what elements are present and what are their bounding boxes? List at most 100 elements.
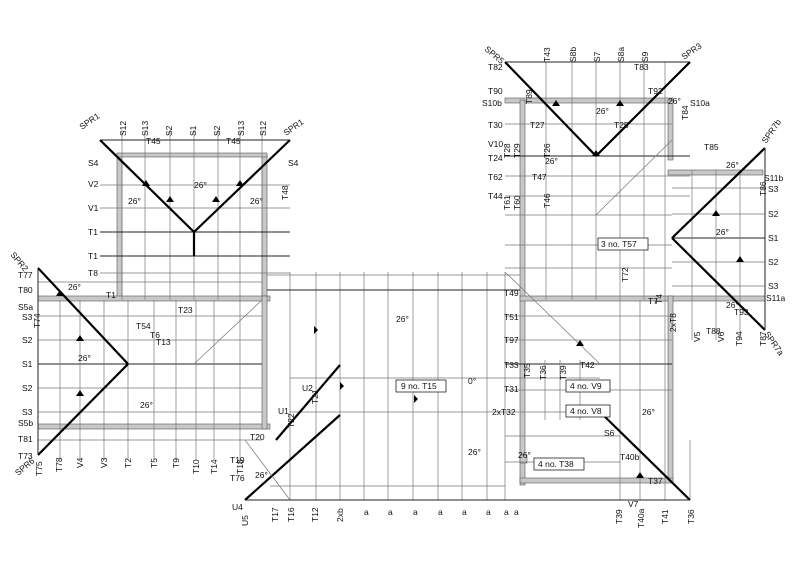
member-label: S7 [592,51,602,62]
pitch-label: 26° [140,400,153,410]
pitch-label: 26° [396,314,409,324]
member-label: S1 [22,359,33,369]
member-label: T74 [32,313,42,328]
member-label: T13 [156,337,171,347]
member-label: T36 [686,509,696,524]
member-label: U5 [240,515,250,526]
member-label: S11b [764,173,783,183]
member-label: S8a [616,47,626,62]
member-label: a [486,507,491,517]
member-label: V6 [716,331,726,342]
span-label: SPR1 [77,111,101,132]
member-label: T26 [542,143,552,158]
member-label: V7 [628,499,639,509]
member-label: T62 [488,172,503,182]
member-label: T2 [123,458,133,468]
pitch-label: 26° [255,470,268,480]
member-label: T49 [504,288,519,298]
member-label: T30 [488,120,503,130]
member-label: T92 [648,86,663,96]
member-label: T75 [34,461,44,476]
member-label: T28 [502,143,512,158]
member-label: T81 [18,434,33,444]
member-label: T6 [150,330,160,340]
member-label: V2 [88,179,99,189]
member-label: T61 [502,195,512,210]
member-label: S8b [568,47,578,62]
member-label: T16 [286,507,296,522]
member-label: T76 [230,473,245,483]
right-mid-labels: T49 T51 T97 T33 T31 2xT32 T42 T35 T36 T3… [492,267,678,417]
member-label: T12 [310,507,320,522]
rafter-lines [38,62,765,500]
member-label: S2 [22,383,33,393]
member-label: T87 [758,331,768,346]
pitch-label: 26° [716,227,729,237]
pitch-label: 26° [194,180,207,190]
member-label: S13 [236,121,246,136]
member-label: T43 [542,47,552,62]
member-label: S3 [768,281,779,291]
pitch-label: 26° [726,300,739,310]
member-label: T35 [522,363,532,378]
member-label: T1 [106,290,116,300]
member-label: T9 [171,458,181,468]
member-label: T47 [532,172,547,182]
mid-low-labels: U2 T21 U1 T22 T20 T19 T76 U4 U5 T17 T16 … [230,383,345,526]
member-label: S12 [258,121,268,136]
hip-ridge-lines [37,61,766,501]
member-label: S1 [768,233,779,243]
member-label: T29 [512,143,522,158]
member-label: S1 [188,125,198,136]
pitch-label: 26° [78,353,91,363]
pitch-label: 26° [468,447,481,457]
member-label: a [388,507,393,517]
member-label: S10b [482,98,502,108]
member-label: T82 [488,62,503,72]
callout-t57: 3 no. T57 [601,239,637,249]
member-label: S13 [140,121,150,136]
left-wing-labels: T77 T80 S5a S3 S2 S1 S2 S3 S5b T81 T73 T… [18,270,42,461]
member-label: T24 [488,153,503,163]
member-label: S5a [18,302,33,312]
member-label: S11a [766,293,785,303]
pitch-label: 26° [726,160,739,170]
member-label: a [438,507,443,517]
pitch-label: 26° [642,407,655,417]
member-label: T22 [286,413,296,428]
member-label: U4 [232,502,243,512]
member-label: S3 [22,312,33,322]
callout-t38: 4 no. T38 [538,459,574,469]
member-label: T73 [18,451,33,461]
member-label: a [462,507,467,517]
member-label: S6 [604,428,615,438]
member-label: T88 [706,326,721,336]
member-label: S2 [212,125,222,136]
member-label: T93 [734,307,749,317]
member-label: S4 [88,158,99,168]
member-label: S3 [22,407,33,417]
member-label: T84 [680,105,690,120]
member-label: T78 [54,457,64,472]
member-label: T40b [620,452,640,462]
member-label: a [413,507,418,517]
member-label: S2 [768,257,779,267]
member-label: T8 [88,268,98,278]
member-label: T1 [88,251,98,261]
member-label: T46 [542,193,552,208]
member-label: V4 [75,457,85,468]
member-label: T54 [136,321,151,331]
member-label: T20 [250,432,265,442]
member-label: V1 [88,203,99,213]
pitch-labels: 26° 26° 26° 26° 26° 26° 26° 26° 26° 26° … [68,96,739,480]
pitch-label: 26° [545,156,558,166]
pitch-label: 26° [518,450,531,460]
member-label: T41 [660,509,670,524]
member-label: T51 [504,312,519,322]
member-label: T36 [538,365,548,380]
member-label: T7 [648,296,658,306]
member-label: T85 [704,142,719,152]
member-label: T90 [488,86,503,96]
member-label: T39 [614,509,624,524]
